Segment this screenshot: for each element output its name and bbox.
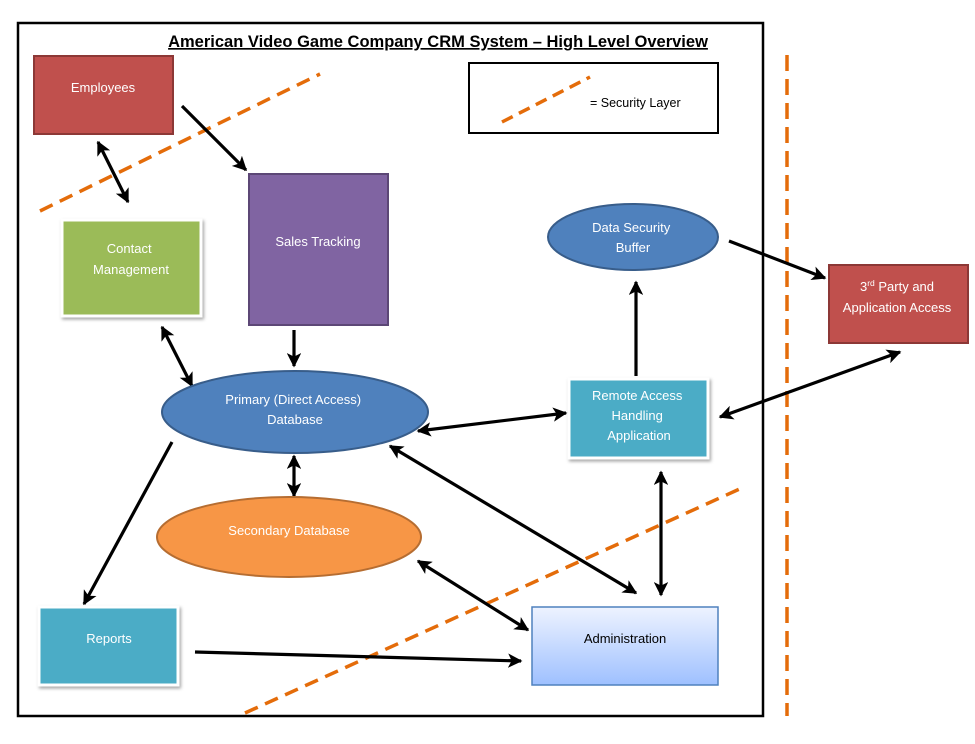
administration-box (531, 606, 719, 686)
arrow-buffer-to-third-party (728, 239, 827, 281)
third-party-label-line2: Application Access (843, 300, 952, 315)
third-party-label-line1: 3rd Party and (860, 278, 934, 294)
third-party-box (828, 264, 969, 344)
node-third-party-access: 3rd Party and Application Access (828, 264, 969, 344)
arrow-reports-to-administration (194, 650, 523, 668)
sales-tracking-box (248, 173, 389, 326)
diagram-title: American Video Game Company CRM System –… (168, 33, 708, 51)
node-contact-management: Contact Management (60, 218, 203, 318)
arrow-primary-administration (388, 444, 638, 595)
legend-label: = Security Layer (590, 96, 681, 110)
node-employees: Employees (33, 55, 174, 135)
node-remote-access: Remote Access Handling Application (567, 377, 710, 460)
node-administration: Administration (531, 606, 719, 686)
secondary-database-ellipse (156, 496, 422, 578)
contact-management-label: Contact Management (93, 241, 169, 277)
arrow-primary-to-reports (82, 441, 174, 606)
arrow-contact-primary (160, 325, 194, 388)
security-layer-line-top-left (39, 72, 321, 213)
arrow-remote-third-party (718, 349, 902, 420)
node-primary-database: Primary (Direct Access) Database (161, 370, 429, 454)
remote-access-label: Remote Access Handling Application (592, 388, 686, 443)
administration-label: Administration (584, 631, 666, 646)
data-security-buffer-label: Data Security Buffer (592, 220, 674, 255)
contact-management-box (60, 218, 203, 318)
connectors (82, 104, 902, 668)
secondary-database-label: Secondary Database (228, 523, 349, 538)
employees-label: Employees (71, 80, 136, 95)
arrow-secondary-administration (416, 559, 530, 632)
sales-tracking-label: Sales Tracking (275, 234, 360, 249)
node-data-security-buffer: Data Security Buffer (547, 203, 719, 271)
primary-database-ellipse (161, 370, 429, 454)
arrow-employees-to-sales (180, 104, 248, 172)
data-security-buffer-ellipse (547, 203, 719, 271)
remote-access-box (567, 377, 710, 460)
node-secondary-database: Secondary Database (156, 496, 422, 578)
employees-box (33, 55, 174, 135)
reports-box (37, 605, 180, 687)
node-sales-tracking: Sales Tracking (248, 173, 389, 326)
legend-box (468, 62, 719, 134)
arrow-employees-contact (96, 140, 130, 204)
reports-label: Reports (86, 631, 132, 646)
primary-database-label: Primary (Direct Access) Database (225, 392, 364, 427)
node-reports: Reports (37, 605, 180, 687)
legend-security-layer-line (501, 75, 591, 124)
arrow-primary-remote (416, 407, 568, 437)
